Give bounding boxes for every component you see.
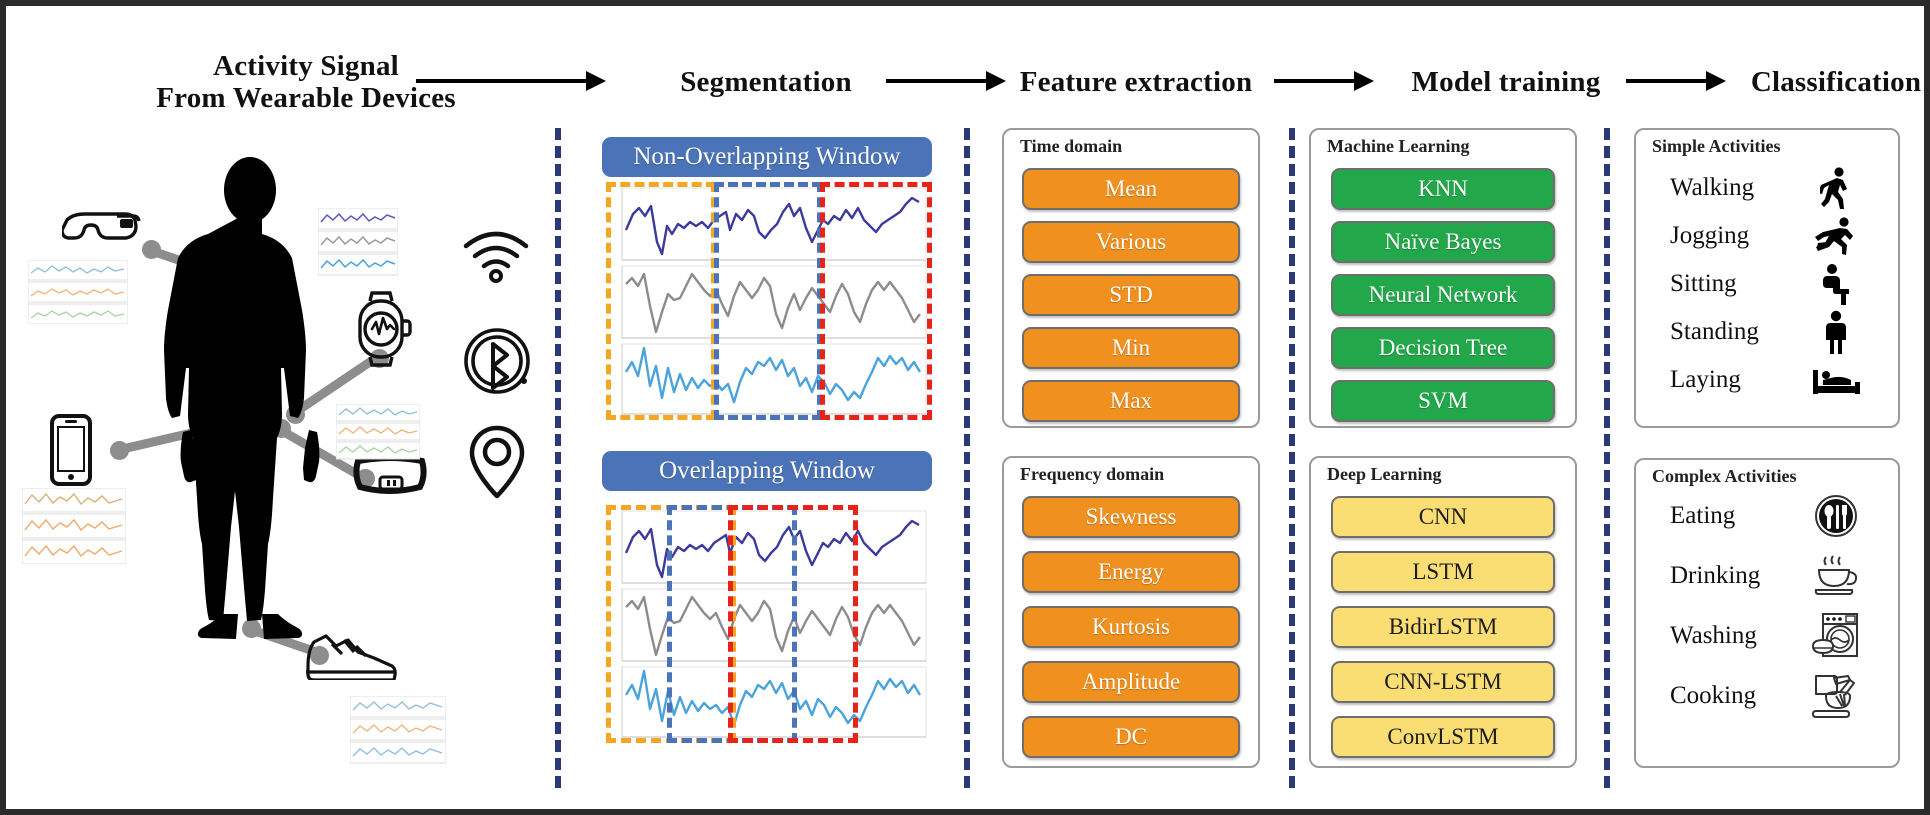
- wearable-sensor-diagram: [20, 156, 530, 796]
- model-decision-tree[interactable]: Decision Tree: [1331, 327, 1555, 369]
- cooking-bowl-whisk-icon: [1808, 672, 1864, 720]
- activity-row-eating[interactable]: Eating: [1636, 492, 1898, 540]
- activity-label-standing: Standing: [1670, 318, 1759, 345]
- sitting-icon: [1808, 260, 1864, 308]
- panel-title-simple-activities: Simple Activities: [1652, 136, 1781, 156]
- bluetooth-icon: [464, 328, 530, 394]
- activity-row-sitting[interactable]: Sitting: [1636, 260, 1898, 308]
- stage-title-classification: Classification: [1750, 66, 1922, 98]
- feature-energy[interactable]: Energy: [1022, 551, 1240, 593]
- activity-row-drinking[interactable]: Drinking: [1636, 552, 1898, 600]
- lead-dot-glasses: [142, 240, 161, 259]
- activity-label-eating: Eating: [1670, 502, 1736, 529]
- window-selection-red-2: [728, 505, 858, 743]
- window-selection-red-1: [820, 182, 932, 420]
- activity-label-washing: Washing: [1670, 622, 1757, 649]
- sneaker-icon: [306, 634, 397, 680]
- arrow-2: [886, 70, 1006, 91]
- smart-glasses-icon: [62, 212, 141, 240]
- pipeline-header: Activity Signal From Wearable Devices Se…: [6, 50, 1924, 118]
- signal-thumbnail-left-top: [28, 260, 128, 324]
- smartphone-icon: [50, 414, 92, 486]
- overlapping-window-chip: Overlapping Window: [602, 451, 932, 491]
- activity-row-walking[interactable]: Walking: [1636, 164, 1898, 212]
- panel-title-deep-learning: Deep Learning: [1327, 464, 1442, 484]
- signal-thumbnail-right-top: [318, 208, 398, 276]
- model-cnn[interactable]: CNN: [1331, 496, 1555, 538]
- lead-dot-foot: [242, 619, 261, 638]
- arrow-3: [1274, 70, 1374, 91]
- feature-kurtosis[interactable]: Kurtosis: [1022, 606, 1240, 648]
- lead-dot-shoe: [310, 646, 329, 665]
- smartwatch-icon: [358, 291, 412, 367]
- lead-dot-phone: [110, 441, 129, 460]
- stage-title-feature-extraction: Feature extraction: [1019, 66, 1253, 98]
- model-lstm[interactable]: LSTM: [1331, 551, 1555, 593]
- divider-3: [1289, 128, 1295, 788]
- arrow-1: [416, 70, 606, 91]
- feature-skewness[interactable]: Skewness: [1022, 496, 1240, 538]
- non-overlapping-signal-plot: [606, 186, 928, 416]
- model-cnn-lstm[interactable]: CNN-LSTM: [1331, 661, 1555, 703]
- model-naive-bayes[interactable]: Naïve Bayes: [1331, 221, 1555, 263]
- stage-title-model-training: Model training: [1411, 66, 1601, 98]
- activity-label-cooking: Cooking: [1670, 682, 1757, 709]
- activity-row-laying[interactable]: Laying: [1636, 356, 1898, 404]
- feature-std[interactable]: STD: [1022, 274, 1240, 316]
- panel-title-machine-learning: Machine Learning: [1327, 136, 1470, 156]
- feature-amplitude[interactable]: Amplitude: [1022, 661, 1240, 703]
- jogging-icon: [1808, 212, 1864, 260]
- model-convlstm[interactable]: ConvLSTM: [1331, 716, 1555, 758]
- feature-max[interactable]: Max: [1022, 380, 1240, 422]
- standing-icon: [1808, 308, 1864, 356]
- panel-complex-activities: Complex Activities Eating Drinking: [1634, 458, 1900, 768]
- signal-thumbnail-left-bottom: [22, 488, 126, 564]
- feature-dc[interactable]: DC: [1022, 716, 1240, 758]
- stage-title-activity-signal: Activity Signal From Wearable Devices: [156, 50, 456, 115]
- panel-title-time-domain: Time domain: [1020, 136, 1123, 156]
- wifi-icon: [463, 231, 529, 283]
- activity-row-cooking[interactable]: Cooking: [1636, 672, 1898, 720]
- model-knn[interactable]: KNN: [1331, 168, 1555, 210]
- overlapping-signal-plot: [606, 509, 928, 739]
- activity-row-washing[interactable]: Washing: [1636, 612, 1898, 660]
- panel-title-frequency-domain: Frequency domain: [1020, 464, 1165, 484]
- hot-cup-icon: [1808, 552, 1864, 600]
- activity-label-laying: Laying: [1670, 366, 1741, 393]
- panel-title-complex-activities: Complex Activities: [1652, 466, 1797, 486]
- feature-min[interactable]: Min: [1022, 327, 1240, 369]
- model-neural-network[interactable]: Neural Network: [1331, 274, 1555, 316]
- divider-2: [964, 128, 970, 788]
- gps-pin-icon: [469, 425, 525, 499]
- non-overlapping-window-chip: Non-Overlapping Window: [602, 137, 932, 177]
- activity-row-standing[interactable]: Standing: [1636, 308, 1898, 356]
- activity-row-jogging[interactable]: Jogging: [1636, 212, 1898, 260]
- window-selection-blue-1: [714, 182, 822, 420]
- activity-label-jogging: Jogging: [1670, 222, 1750, 249]
- walking-icon: [1808, 164, 1864, 212]
- activity-label-drinking: Drinking: [1670, 562, 1761, 589]
- model-bidirlstm[interactable]: BidirLSTM: [1331, 606, 1555, 648]
- signal-thumbnail-right-mid: [336, 404, 420, 460]
- model-svm[interactable]: SVM: [1331, 380, 1555, 422]
- washing-machine-icon: [1808, 612, 1864, 660]
- feature-various[interactable]: Various: [1022, 221, 1240, 263]
- window-selection-orange-1: [606, 182, 716, 420]
- human-body-silhouette: [164, 157, 320, 639]
- cutlery-plate-icon: [1808, 492, 1864, 540]
- signal-thumbnail-bottom: [350, 696, 446, 764]
- stage-title-segmentation: Segmentation: [680, 66, 852, 98]
- arrow-4: [1626, 70, 1726, 91]
- panel-simple-activities: Simple Activities Walking Jogging S: [1634, 128, 1900, 428]
- activity-label-walking: Walking: [1670, 174, 1755, 201]
- activity-label-sitting: Sitting: [1670, 270, 1737, 297]
- divider-1: [555, 128, 561, 788]
- feature-mean[interactable]: Mean: [1022, 168, 1240, 210]
- divider-4: [1604, 128, 1610, 788]
- laying-bed-icon: [1808, 356, 1864, 404]
